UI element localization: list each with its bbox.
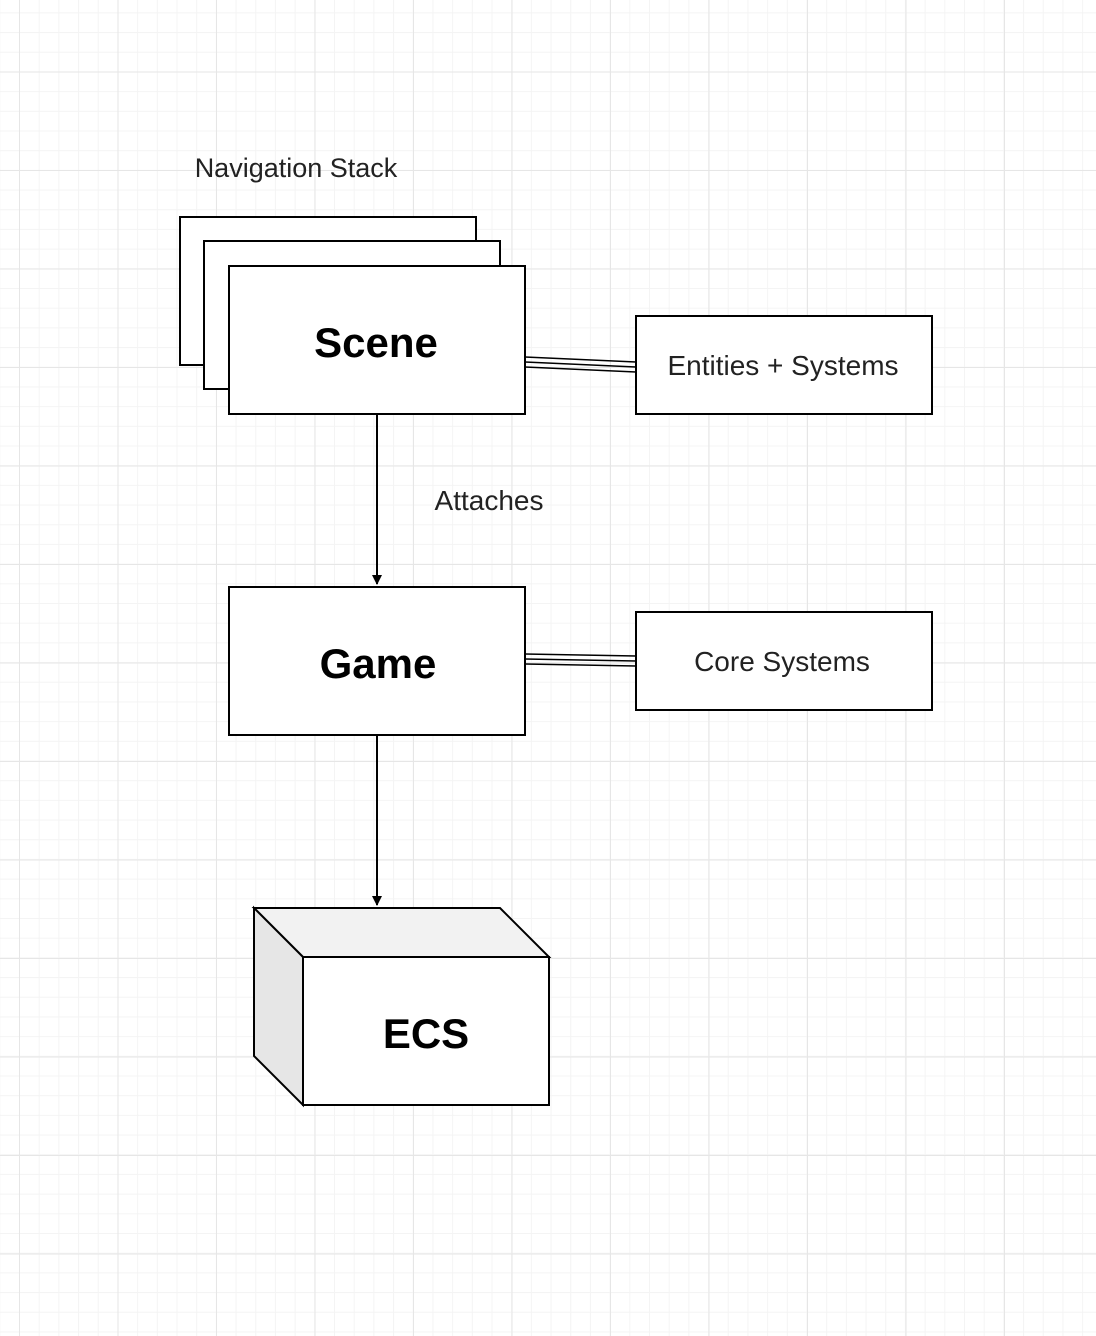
game-node[interactable]: Game	[228, 586, 526, 736]
ecs-cube-top-face	[251, 907, 552, 958]
game-box[interactable]	[228, 586, 526, 736]
core-systems-box[interactable]	[635, 611, 933, 711]
attaches-edge-label: Attaches	[435, 485, 544, 516]
entities-systems-box[interactable]	[635, 315, 933, 415]
ecs-label: ECS	[383, 1010, 469, 1057]
core-systems-label: Core Systems	[694, 646, 870, 677]
game-core-link	[524, 653, 637, 667]
ecs-cube-front-face[interactable]	[302, 956, 550, 1106]
ecs-cube[interactable]: ECS	[251, 905, 552, 1108]
scene-box[interactable]	[228, 265, 526, 415]
entities-systems-node[interactable]: Entities + Systems	[635, 315, 933, 415]
core-systems-node[interactable]: Core Systems	[635, 611, 933, 711]
game-label: Game	[320, 640, 437, 687]
scene-label: Scene	[314, 319, 438, 366]
scene-entities-link	[524, 356, 637, 373]
scene-stack[interactable]: Scene	[179, 216, 526, 415]
navigation-stack-label: Navigation Stack	[195, 153, 398, 183]
entities-systems-label: Entities + Systems	[667, 350, 898, 381]
